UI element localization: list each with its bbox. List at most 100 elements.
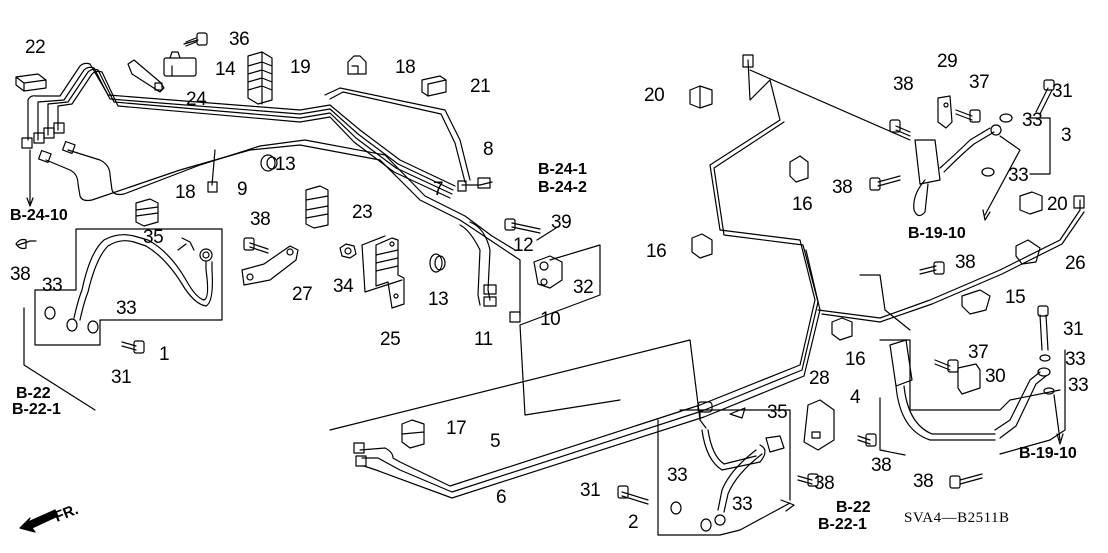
callout-27: 27: [292, 284, 313, 305]
diagram-code: SVA4—B2511B: [904, 510, 1010, 526]
clip-16-a: [789, 155, 809, 183]
clip-18-top: [347, 55, 367, 75]
callout-6: 6: [496, 487, 507, 508]
hose-assembly-3: [913, 79, 1055, 221]
callout-38-mid-right: 38: [832, 177, 853, 198]
callout-13-mid: 13: [428, 289, 449, 310]
reference-b-19-10-top[interactable]: B-19-10: [908, 225, 966, 242]
bolt-38-mid: [243, 237, 269, 254]
callout-14: 14: [215, 59, 236, 80]
callout-10: 10: [540, 309, 561, 330]
grommet-13-top: [260, 154, 278, 172]
callout-33-left-b: 33: [116, 298, 137, 319]
callout-20-top: 20: [644, 85, 665, 106]
clip-22: [15, 73, 47, 92]
reference-b-24-2[interactable]: B-24-2: [538, 179, 587, 196]
callout-19: 19: [290, 57, 311, 78]
reference-b-22-right[interactable]: B-22: [836, 499, 871, 516]
callout-34: 34: [333, 276, 354, 297]
rear-brake-pipes: [353, 54, 1085, 499]
reference-b-22-1-left[interactable]: B-22-1: [12, 401, 61, 418]
reference-b-22-left[interactable]: B-22: [16, 385, 51, 402]
callout-9: 9: [237, 179, 248, 200]
clip-16-b: [691, 233, 713, 259]
callout-35-right: 35: [767, 402, 788, 423]
callout-18-top: 18: [395, 57, 416, 78]
clip-18-mid: [135, 198, 159, 227]
bolt-38-right-lower: [949, 473, 983, 489]
callout-35-left: 35: [143, 227, 164, 248]
callout-20-right: 20: [1047, 194, 1068, 215]
bolt-38-right-upper: [919, 261, 945, 275]
bolt-39: [504, 218, 541, 234]
bracket-27: [241, 245, 299, 286]
callout-38-bottom-right: 38: [871, 455, 892, 476]
leader-b22-left: [23, 307, 96, 411]
clip-17: [401, 419, 425, 449]
leader-rear-left: [329, 339, 701, 431]
block-32: [533, 255, 563, 289]
clip-26: [1015, 239, 1041, 265]
bracket-29: [937, 95, 953, 129]
callout-30: 30: [985, 366, 1006, 387]
callout-33-top-b: 33: [1008, 165, 1029, 186]
clip-20-right: [1019, 191, 1043, 215]
front-direction-arrow: [19, 509, 59, 533]
callout-25: 25: [380, 329, 401, 350]
holder-23: [305, 185, 329, 229]
leader-39: [536, 227, 557, 241]
bolt-38-bottom-right: [857, 433, 877, 447]
callout-5: 5: [490, 431, 501, 452]
callout-31-top: 31: [1052, 81, 1073, 102]
clip-21: [421, 75, 447, 97]
bracket-25: [375, 237, 405, 309]
callout-21: 21: [470, 76, 491, 97]
callout-31-right: 31: [1063, 319, 1084, 340]
callout-39: 39: [551, 212, 572, 233]
callout-37-bottom: 37: [968, 342, 989, 363]
callout-28: 28: [809, 368, 830, 389]
clip-15: [961, 289, 991, 315]
bracket-30: [957, 363, 981, 395]
leader-25: [361, 235, 403, 293]
reference-b-22-1-right[interactable]: B-22-1: [818, 516, 867, 533]
grommet-13-mid: [429, 253, 446, 273]
callout-29: 29: [937, 51, 958, 72]
callout-38-left: 38: [10, 264, 31, 285]
callout-4: 4: [850, 387, 861, 408]
callout-33-right-b: 33: [1068, 375, 1089, 396]
leader-10: [519, 324, 621, 416]
bolt-36: [183, 32, 208, 47]
arrow-b2410: [26, 149, 34, 207]
reference-b-24-1[interactable]: B-24-1: [538, 161, 587, 178]
callout-3: 3: [1061, 125, 1072, 146]
callout-33-bottom-a: 33: [667, 465, 688, 486]
leader-rear-right: [749, 69, 911, 141]
callout-22: 22: [25, 37, 46, 58]
callout-36: 36: [229, 29, 250, 50]
callout-37-top: 37: [969, 72, 990, 93]
callout-24: 24: [186, 89, 207, 110]
clip-20-top: [689, 85, 713, 109]
callout-11: 11: [474, 329, 493, 350]
callout-38-bottom: 38: [814, 473, 835, 494]
reference-b-24-10[interactable]: B-24-10: [10, 207, 68, 224]
callout-13-top: 13: [275, 154, 296, 175]
callout-33-right-a: 33: [1065, 349, 1086, 370]
clamp-14: [163, 51, 197, 77]
callout-16-b: 16: [646, 241, 667, 262]
bolt-37-top: [955, 109, 981, 123]
callout-26: 26: [1065, 253, 1086, 274]
bracket-28: [803, 399, 835, 451]
callout-33-bottom-b: 33: [732, 494, 753, 515]
callout-8: 8: [483, 139, 494, 160]
bolt-38-top: [889, 119, 911, 137]
leader-32: [519, 244, 601, 326]
callout-38-right-lower: 38: [913, 471, 934, 492]
reference-b-19-10-bottom[interactable]: B-19-10: [1019, 445, 1077, 462]
callout-38-mid: 38: [250, 209, 271, 230]
callout-33-left-a: 33: [42, 275, 63, 296]
callout-12: 12: [513, 235, 534, 256]
